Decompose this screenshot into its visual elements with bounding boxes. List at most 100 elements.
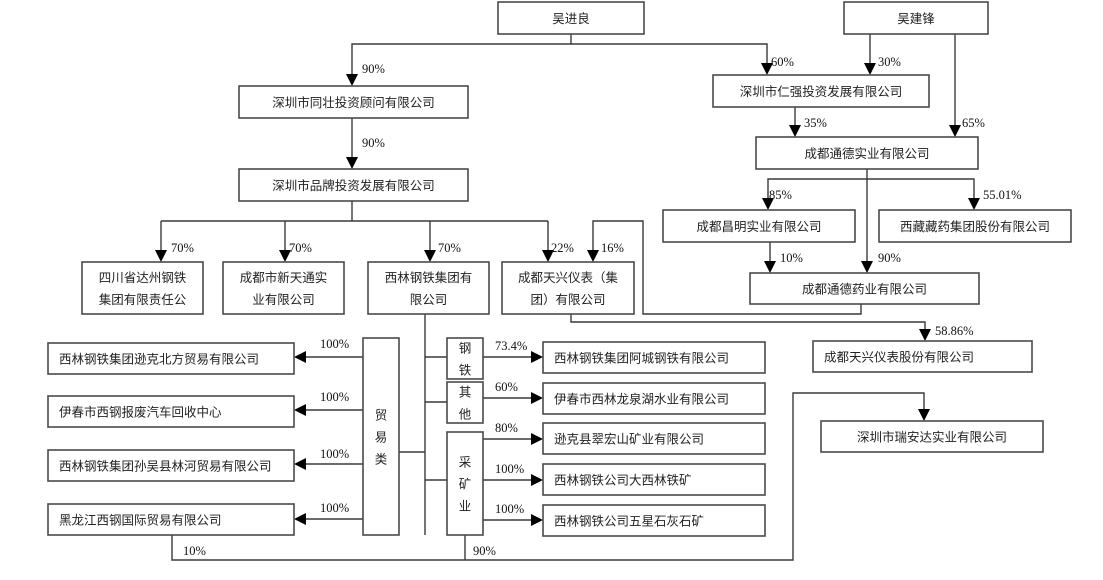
entity-box <box>446 337 484 380</box>
entity-label: 采 <box>459 455 472 470</box>
entity-wu-jianfeng: 吴建锋 <box>843 1 989 35</box>
entity-label: 西林钢铁公司五星石灰石矿 <box>554 514 704 529</box>
arrowhead-icon <box>918 409 930 421</box>
entity-box <box>367 261 490 315</box>
entity-box <box>446 431 484 536</box>
entity-label: 矿 <box>459 477 472 492</box>
arrowhead-icon <box>789 125 801 137</box>
entity-label: 四川省达州钢铁 <box>99 270 187 285</box>
connector-line <box>351 34 572 80</box>
entity-label: 集团有限责任公 <box>99 292 187 307</box>
percentage-labels: 90%60%30%90%35%65%85%55.01%10%90%70%70%7… <box>171 55 1022 558</box>
arrowhead-icon <box>762 198 774 210</box>
entity-box <box>662 209 856 243</box>
ownership-percentage: 70% <box>438 241 461 255</box>
arrowhead-icon <box>949 125 961 137</box>
arrowhead-icon <box>424 250 436 262</box>
entity-cat-mining: 采矿业 <box>446 431 484 536</box>
entity-label: 伊春市西林龙泉湖水业有限公司 <box>554 392 729 407</box>
ownership-percentage: 70% <box>171 241 194 255</box>
entity-label: 成都昌明实业有限公司 <box>696 219 821 234</box>
entity-cat-steel: 钢铁 <box>446 337 484 380</box>
entity-tongde-yaoye: 成都通德药业有限公司 <box>749 272 980 305</box>
arrowhead-icon <box>294 351 306 363</box>
entity-label: 吴建锋 <box>897 11 935 26</box>
entity-box <box>542 422 766 455</box>
ownership-percentage: 70% <box>289 241 312 255</box>
arrowhead-icon <box>531 433 543 445</box>
ownership-percentage: 10% <box>183 544 206 558</box>
arrowhead-icon <box>531 392 543 404</box>
connector-line <box>570 314 926 335</box>
entity-xizang: 西藏藏药集团股份有限公司 <box>878 209 1072 243</box>
entity-box <box>712 74 930 108</box>
connector-line <box>171 392 925 561</box>
arrowhead-icon <box>761 63 773 75</box>
entity-label: 成都通德实业有限公司 <box>804 146 929 161</box>
ownership-percentage: 73.4% <box>495 339 527 353</box>
entity-label: 西林钢铁集团孙吴县林河贸易有限公司 <box>59 459 272 474</box>
entity-cuihongshan: 逊克县翠宏山矿业有限公司 <box>542 422 766 455</box>
arrowhead-icon <box>294 458 306 470</box>
arrowhead-icon <box>531 514 543 526</box>
entity-box <box>749 272 980 305</box>
entity-label: 黑龙江西钢国际贸易有限公司 <box>59 513 222 528</box>
entity-box <box>542 463 766 496</box>
entity-label: 限公司 <box>410 292 448 307</box>
ownership-percentage: 30% <box>878 55 901 69</box>
entity-acheng: 西林钢铁集团阿城钢铁有限公司 <box>542 341 766 374</box>
connector-line <box>571 43 768 69</box>
connector-line <box>767 178 867 204</box>
ownership-percentage: 100% <box>320 501 349 515</box>
entity-trade-4: 黑龙江西钢国际贸易有限公司 <box>47 503 295 536</box>
connector-lines <box>155 34 980 561</box>
entity-tianxing-gufen: 成都天兴仪表股份有限公司 <box>812 340 1033 373</box>
entity-changming: 成都昌明实业有限公司 <box>662 209 856 243</box>
entity-box <box>362 337 400 536</box>
entity-box <box>47 503 295 536</box>
ownership-percentage: 100% <box>320 390 349 404</box>
entity-box <box>497 1 645 35</box>
arrowhead-icon <box>531 351 543 363</box>
entity-box <box>843 1 989 35</box>
entity-label: 西林钢铁集团有 <box>385 270 473 285</box>
entity-label: 伊春市西钢报废汽车回收中心 <box>59 405 222 420</box>
entity-trade-1: 西林钢铁集团逊克北方贸易有限公司 <box>47 342 295 375</box>
entity-label: 钢 <box>459 341 472 356</box>
entity-trade-3: 西林钢铁集团孙吴县林河贸易有限公司 <box>47 449 295 482</box>
entity-box <box>238 85 469 119</box>
entity-boxes: 吴进良吴建锋深圳市同壮投资顾问有限公司深圳市仁强投资发展有限公司成都通德实业有限… <box>47 1 1072 537</box>
entity-label: 类 <box>375 452 388 467</box>
ownership-percentage: 100% <box>495 462 524 476</box>
entity-box <box>812 340 1033 373</box>
arrowhead-icon <box>861 261 873 273</box>
entity-box <box>238 168 469 202</box>
entity-box <box>542 504 766 537</box>
arrowhead-icon <box>919 329 931 341</box>
arrowhead-icon <box>531 474 543 486</box>
ownership-percentage: 90% <box>362 62 385 76</box>
ownership-percentage: 60% <box>771 55 794 69</box>
entity-daxilin: 西林钢铁公司大西林铁矿 <box>542 463 766 496</box>
entity-label: 成都市新天通实 <box>240 270 328 285</box>
ownership-percentage: 100% <box>495 502 524 516</box>
entity-label: 西林钢铁集团逊克北方贸易有限公司 <box>59 352 259 367</box>
arrowhead-icon <box>279 250 291 262</box>
entity-box <box>501 261 635 315</box>
entity-wu-jinliang: 吴进良 <box>497 1 645 35</box>
ownership-percentage: 22% <box>551 241 574 255</box>
entity-label: 易 <box>375 430 388 445</box>
entity-label: 铁 <box>459 363 472 378</box>
entity-label: 深圳市瑞安达实业有限公司 <box>857 430 1007 445</box>
entity-label: 深圳市仁强投资发展有限公司 <box>740 84 903 99</box>
ownership-percentage: 55.01% <box>983 188 1022 202</box>
entity-label: 深圳市品牌投资发展有限公司 <box>272 178 435 193</box>
ownership-percentage: 85% <box>769 188 792 202</box>
connector-line <box>592 220 862 315</box>
ownership-percentage: 35% <box>804 116 827 130</box>
entity-label: 成都天兴仪表（集 <box>518 270 619 285</box>
entity-label: 逊克县翠宏山矿业有限公司 <box>554 432 704 447</box>
